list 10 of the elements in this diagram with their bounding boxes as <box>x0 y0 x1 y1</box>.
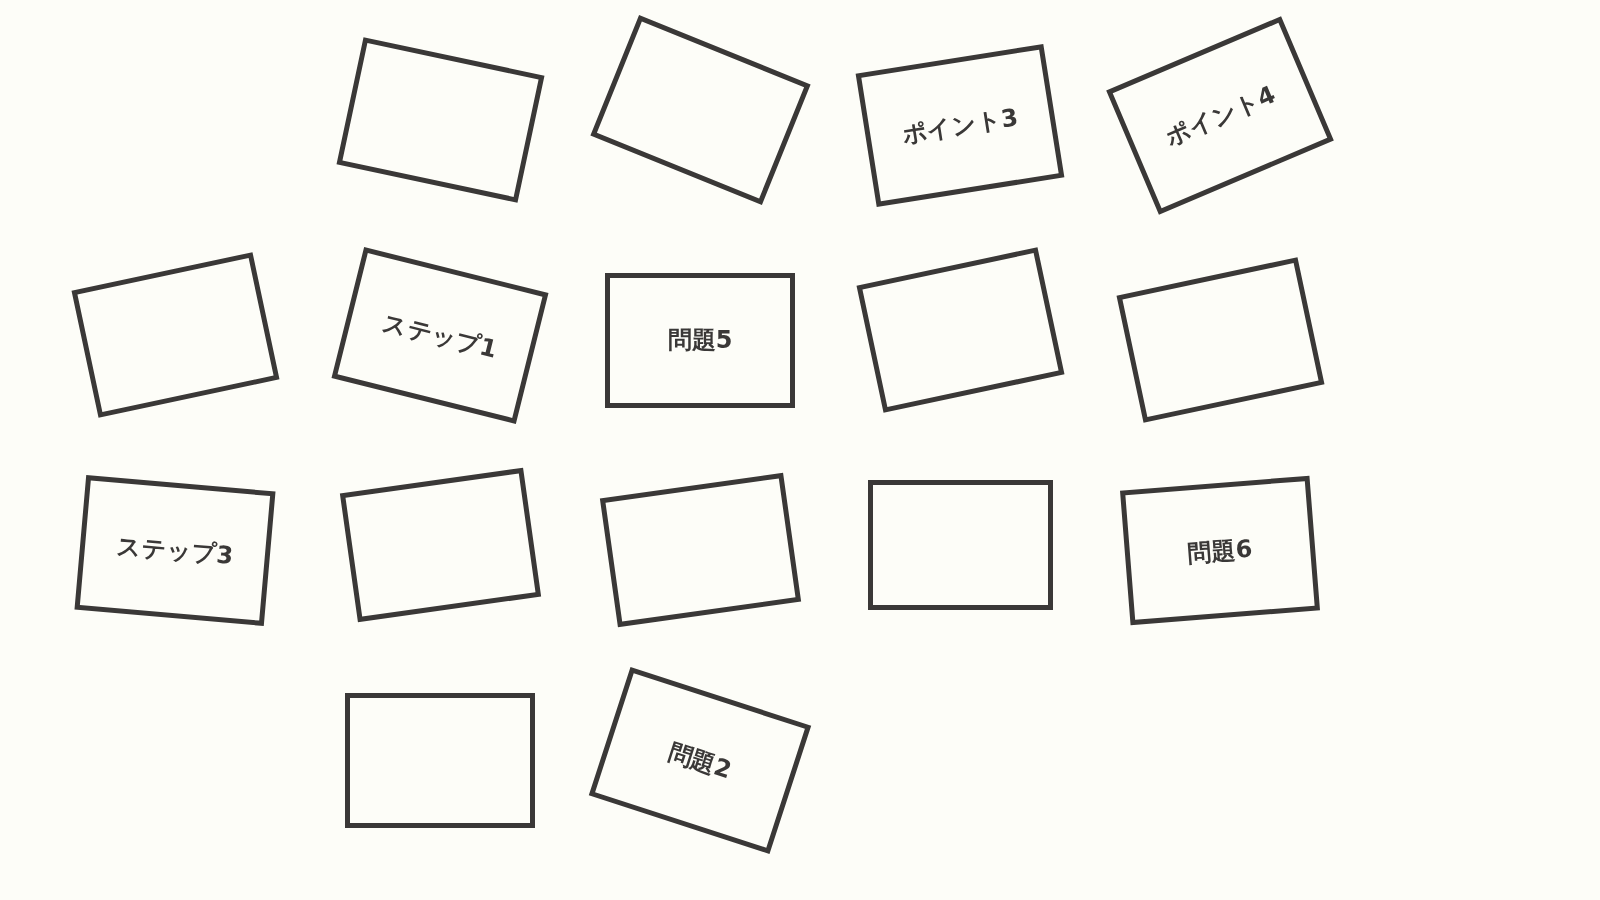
blank-card <box>345 692 535 828</box>
card-label: ステップ3 <box>115 529 235 571</box>
card-label: 問題2 <box>664 735 736 786</box>
card-label: 問題5 <box>667 325 733 356</box>
card-label: ポイント3 <box>899 101 1021 150</box>
card-label: 問題6 <box>1186 532 1254 569</box>
card-label: ポイント4 <box>1160 78 1280 153</box>
blank-card <box>867 480 1053 610</box>
card <box>605 272 795 408</box>
card-label: ステップ1 <box>379 306 501 365</box>
